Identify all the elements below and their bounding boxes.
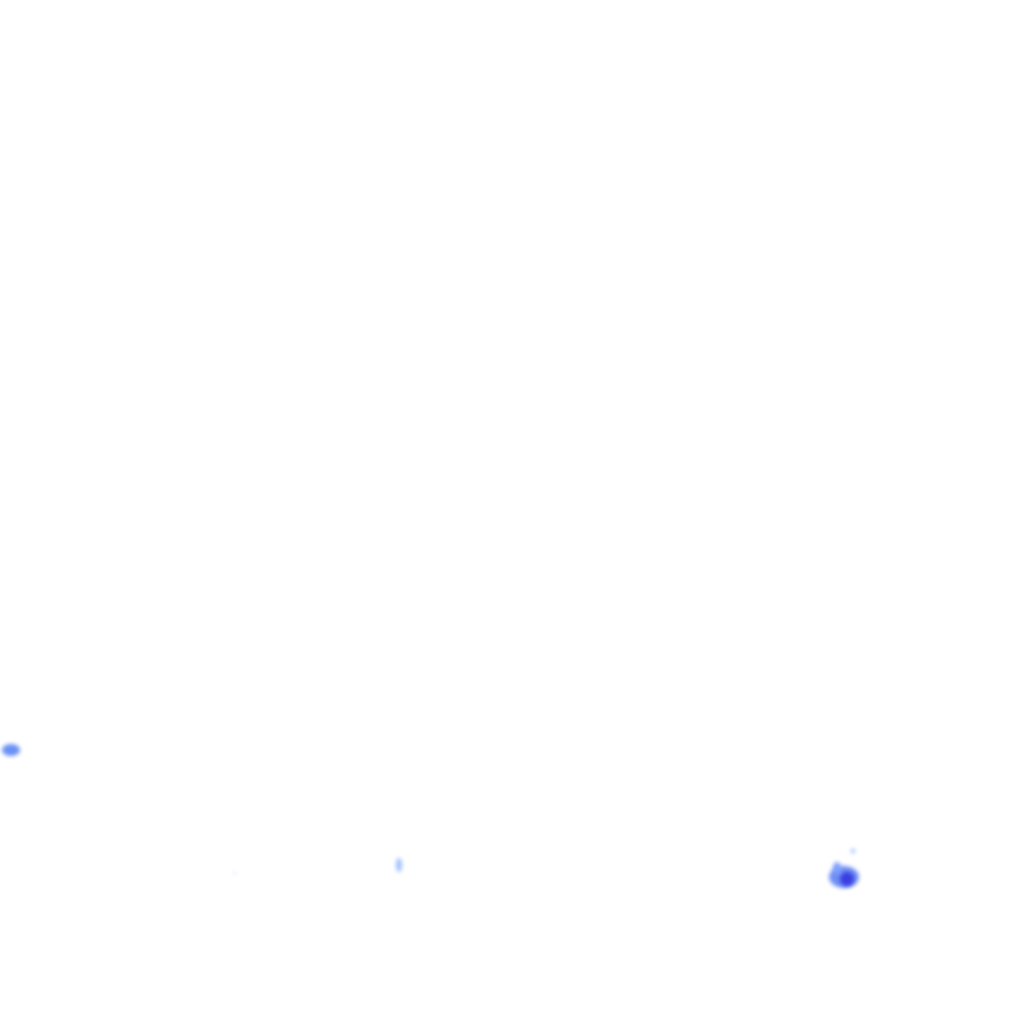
precip-cell-left (2, 744, 20, 756)
precip-cell-right-core (840, 872, 854, 886)
precip-cell-right-top (833, 862, 841, 874)
precip-dot-center (233, 872, 236, 875)
precip-cell-center (396, 858, 402, 872)
precip-dot-right (851, 849, 855, 853)
